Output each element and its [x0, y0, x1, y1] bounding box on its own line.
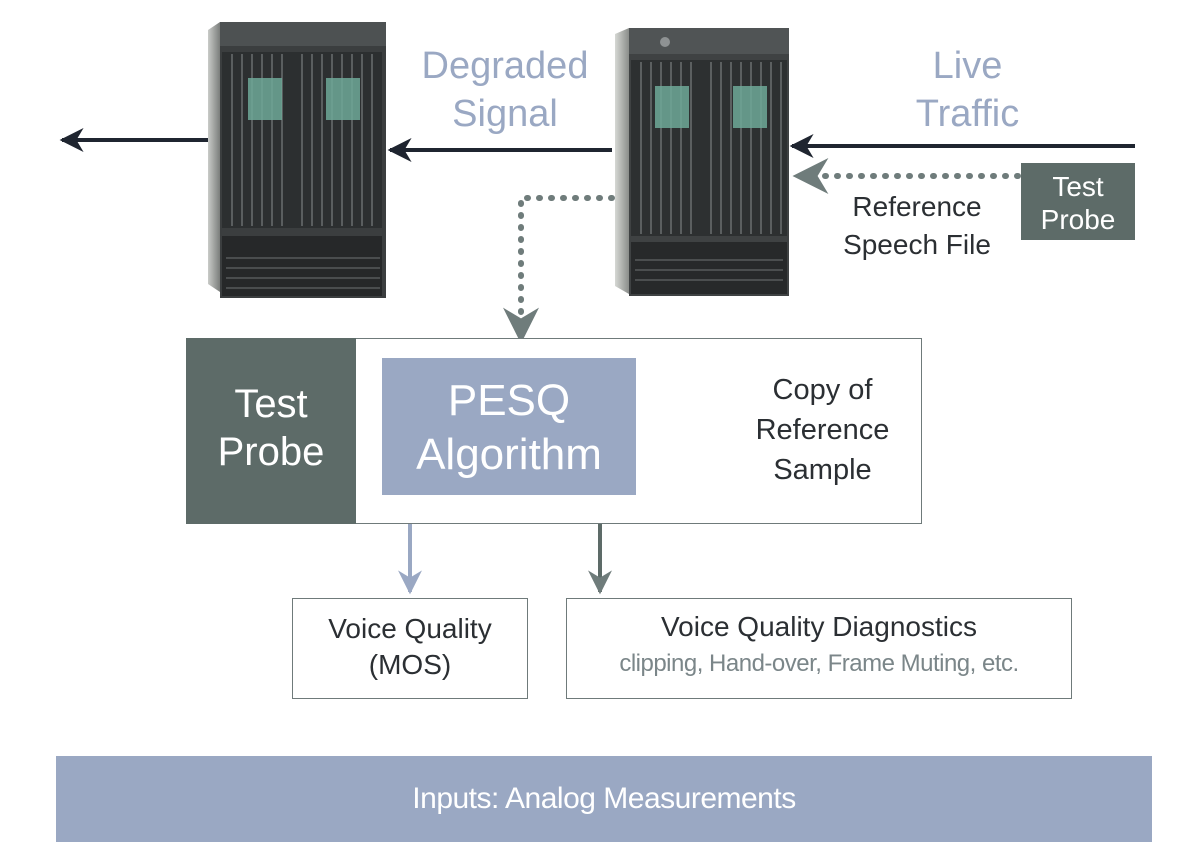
diagnostics-subtitle: clipping, Hand-over, Frame Muting, etc.	[619, 650, 1019, 677]
live-traffic-line-1: Live	[932, 45, 1003, 87]
copy-reference-line-3: Sample	[773, 454, 872, 486]
server-rack-left-icon	[208, 22, 386, 298]
reference-speech-line-2: Speech File	[843, 229, 991, 260]
test-probe-small-line-1: Test	[1052, 171, 1104, 202]
voice-quality-line-2: (MOS)	[368, 649, 452, 680]
voice-quality-line-1: Voice Quality	[328, 613, 492, 644]
test-probe-small-box: Test Probe	[1021, 163, 1135, 240]
live-traffic-line-2: Traffic	[915, 93, 1020, 135]
copy-of-reference-sample-label: Copy of Reference Sample	[735, 370, 910, 490]
test-probe-large-box: Test Probe	[186, 338, 356, 524]
copy-reference-line-2: Reference	[755, 414, 890, 446]
voice-quality-diagnostics-box: Voice Quality Diagnostics clipping, Hand…	[566, 598, 1072, 699]
degraded-signal-label: Degraded Signal	[400, 42, 610, 138]
pesq-algorithm-box: PESQ Algorithm	[382, 358, 636, 495]
voice-quality-mos-box: Voice Quality (MOS)	[292, 598, 528, 699]
server-rack-right-icon	[615, 28, 789, 296]
reference-speech-file-label: Reference Speech File	[822, 188, 1012, 264]
copy-reference-line-1: Copy of	[772, 374, 873, 406]
degraded-signal-line-1: Degraded	[421, 45, 589, 87]
tap-dotted-path	[503, 195, 615, 344]
test-probe-large-line-1: Test	[234, 382, 308, 426]
degraded-signal-line-2: Signal	[452, 93, 558, 135]
reference-speech-line-1: Reference	[852, 191, 982, 222]
diagnostics-title: Voice Quality Diagnostics	[661, 611, 977, 642]
test-probe-small-line-2: Probe	[1040, 204, 1116, 235]
live-traffic-label: Live Traffic	[880, 42, 1055, 138]
footer-label: Inputs: Analog Measurements	[412, 782, 796, 815]
inputs-footer-bar: Inputs: Analog Measurements	[56, 756, 1152, 842]
test-probe-large-line-2: Probe	[217, 430, 325, 474]
pesq-line-2: Algorithm	[416, 430, 602, 479]
pesq-line-1: PESQ	[447, 376, 571, 425]
